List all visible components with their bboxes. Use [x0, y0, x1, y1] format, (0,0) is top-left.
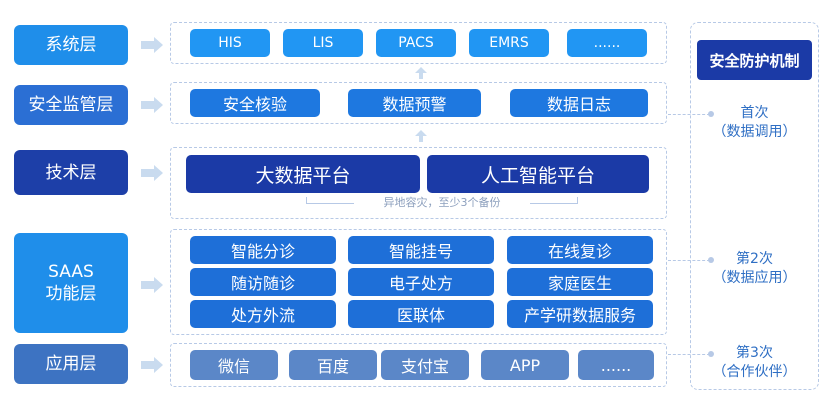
system-band [170, 22, 667, 64]
layer-label-app: 应用层 [14, 344, 128, 384]
app-item-more: ...... [578, 350, 654, 380]
connector-dot [708, 257, 714, 263]
app-item-app: APP [481, 350, 569, 380]
tech-item-ai: 人工智能平台 [427, 155, 649, 193]
saas-item: 医联体 [348, 300, 494, 328]
app-item-wechat: 微信 [190, 350, 278, 380]
security-item-alert: 数据预警 [348, 89, 481, 117]
layer-label-saas: SAAS 功能层 [14, 233, 128, 333]
connector-second [668, 260, 710, 261]
system-item-emrs: EMRS [469, 29, 549, 57]
arrow-right-icon [140, 276, 164, 294]
system-item-more: ...... [567, 29, 647, 57]
tech-note: 异地容灾，至少3个备份 [383, 196, 501, 209]
security-item-verify: 安全核验 [190, 89, 320, 117]
app-band [170, 343, 667, 387]
layer-label-security: 安全监管层 [14, 85, 128, 125]
protection-third: 第3次 （合作伙伴） [712, 345, 797, 380]
connector-dot [708, 111, 714, 117]
protection-title: 安全防护机制 [697, 40, 812, 80]
system-item-pacs: PACS [376, 29, 456, 57]
layer-label-tech: 技术层 [14, 150, 128, 195]
saas-band [170, 229, 667, 335]
saas-item: 产学研数据服务 [507, 300, 653, 328]
saas-item: 处方外流 [190, 300, 336, 328]
arrow-right-icon [140, 36, 164, 54]
saas-item: 电子处方 [348, 268, 494, 296]
saas-item: 家庭医生 [507, 268, 653, 296]
saas-item: 在线复诊 [507, 236, 653, 264]
note-bracket-right [530, 197, 578, 204]
protection-first: 首次 （数据调用） [712, 105, 797, 140]
saas-item: 随访随诊 [190, 268, 336, 296]
note-bracket-left [306, 197, 354, 204]
layer-label-system: 系统层 [14, 25, 128, 65]
connector-first [668, 114, 710, 115]
saas-item: 智能挂号 [348, 236, 494, 264]
arrow-right-icon [140, 356, 164, 374]
connector-third [668, 354, 710, 355]
arrow-up-icon [414, 66, 428, 80]
connector-dot [708, 351, 714, 357]
tech-band [170, 147, 667, 219]
arrow-up-icon [414, 129, 428, 143]
protection-sidebar [690, 22, 819, 390]
arrow-right-icon [140, 164, 164, 182]
protection-second: 第2次 （数据应用） [712, 251, 797, 286]
arrow-right-icon [140, 96, 164, 114]
security-band [170, 82, 667, 124]
tech-item-bigdata: 大数据平台 [186, 155, 420, 193]
app-item-baidu: 百度 [289, 350, 377, 380]
saas-item: 智能分诊 [190, 236, 336, 264]
system-item-his: HIS [190, 29, 270, 57]
system-item-lis: LIS [283, 29, 363, 57]
app-item-alipay: 支付宝 [381, 350, 469, 380]
security-item-log: 数据日志 [510, 89, 648, 117]
